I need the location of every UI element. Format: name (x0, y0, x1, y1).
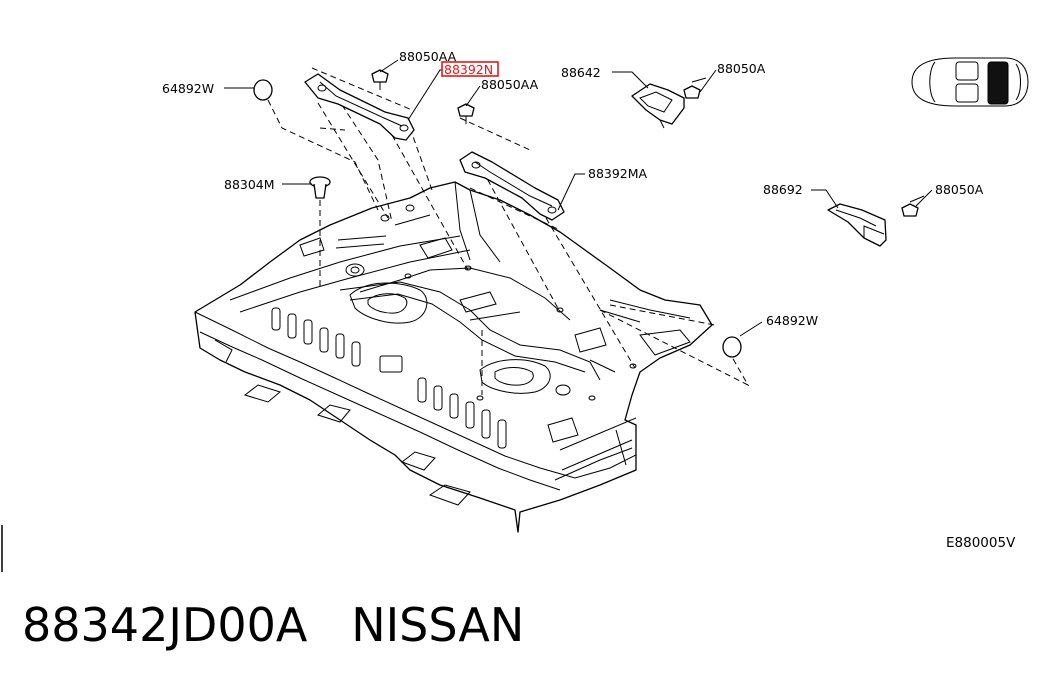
cross-member-ribs (271, 307, 507, 449)
highlight-box (441, 61, 499, 77)
parts-diagram: 88050AA 88392N 88050AA 64892W 88642 8805… (1, 49, 1029, 572)
clip-88304M[interactable] (309, 176, 331, 199)
label-88050A-right[interactable]: 88050A (935, 182, 984, 197)
rear-floor-panel (194, 181, 713, 533)
plug-64892W-left[interactable] (253, 79, 273, 101)
label-88642[interactable]: 88642 (561, 65, 601, 80)
label-64892W-right[interactable]: 64892W (766, 313, 818, 328)
label-88050A-top[interactable]: 88050A (717, 61, 766, 76)
brand-name: NISSAN (351, 598, 525, 652)
bracket-88692[interactable] (827, 203, 887, 247)
label-88392N[interactable]: 88392N (444, 62, 493, 77)
bracket-88392N[interactable] (304, 73, 415, 141)
bolt-88050AA-top[interactable] (371, 69, 389, 90)
bolt-88050AA-mid[interactable] (457, 103, 475, 124)
bolt-88050A-top[interactable] (683, 77, 707, 99)
part-caption: 88342JD00A NISSAN (22, 598, 524, 652)
assembly-guide-lines (267, 67, 750, 395)
label-88692[interactable]: 88692 (763, 182, 803, 197)
label-88050AA-mid[interactable]: 88050AA (481, 77, 539, 92)
plug-64892W-right[interactable] (722, 336, 742, 358)
diagram-code: E880005V (946, 535, 1016, 551)
bolt-88050A-right[interactable] (901, 195, 925, 217)
bracket-88392MA[interactable] (459, 151, 565, 221)
bracket-88642[interactable] (631, 83, 685, 129)
label-88050AA-top[interactable]: 88050AA (399, 49, 457, 64)
label-88304M[interactable]: 88304M (224, 177, 275, 192)
part-number: 88342JD00A (22, 598, 308, 652)
label-64892W-left[interactable]: 64892W (162, 81, 214, 96)
label-88392MA[interactable]: 88392MA (588, 166, 648, 181)
leader-lines (224, 59, 933, 337)
car-orientation-icon (911, 57, 1029, 107)
